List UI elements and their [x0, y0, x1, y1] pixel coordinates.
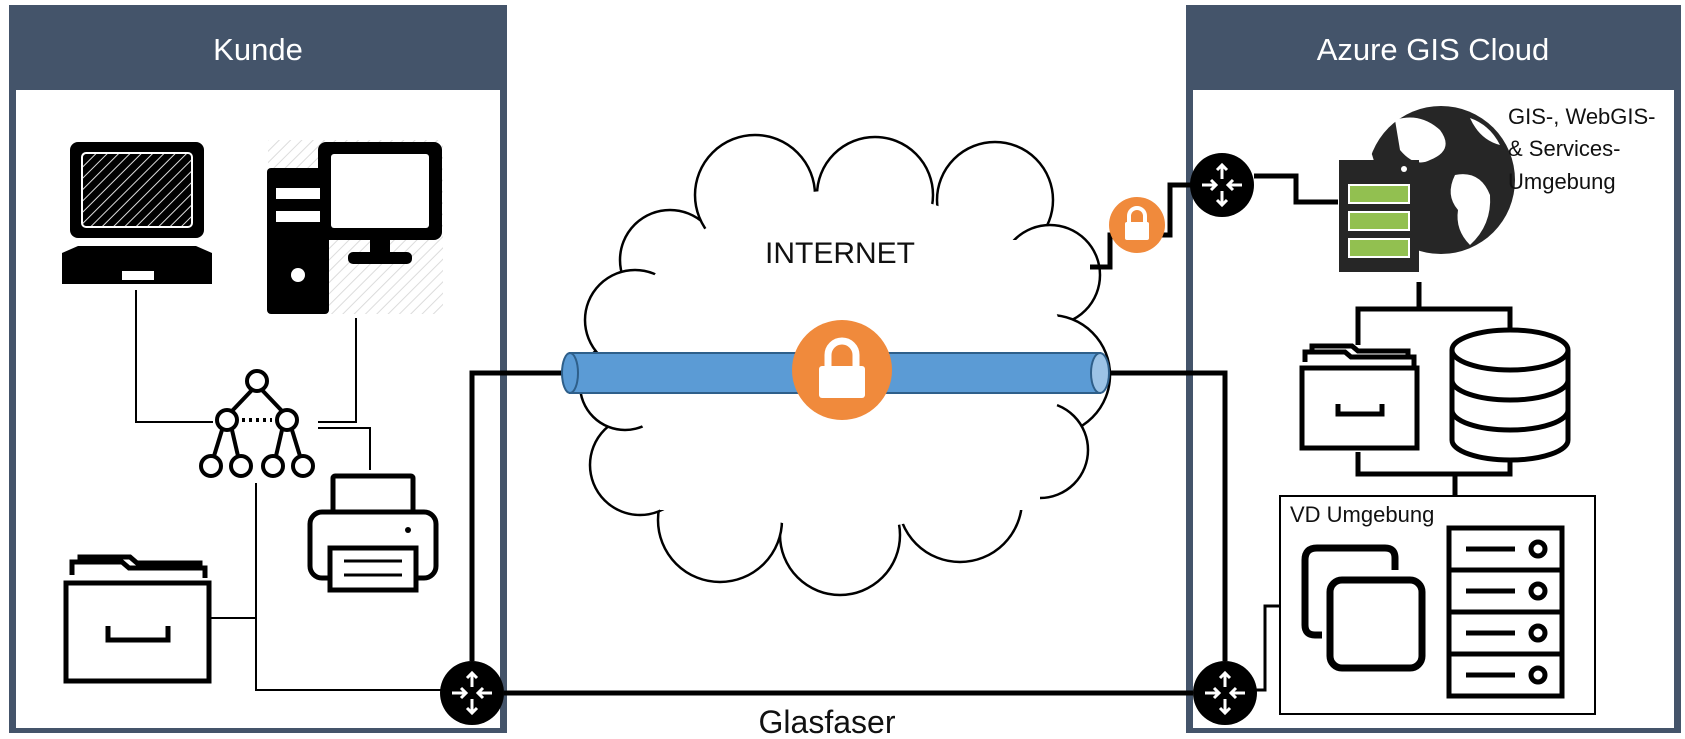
- vd-link-line: [1254, 604, 1280, 692]
- gis-env-label-line2: & Services-: [1508, 136, 1620, 161]
- virtual-desktop-icon: [1301, 544, 1426, 672]
- file-cabinet-icon: [63, 554, 212, 684]
- server-link-line: [1254, 173, 1338, 205]
- server-rack-icon: [1446, 525, 1565, 699]
- gis-env-label-line1: GIS-, WebGIS-: [1508, 104, 1656, 129]
- fiber-label: Glasfaser: [759, 704, 896, 739]
- router-icon: [1190, 153, 1254, 217]
- vd-env-label: VD Umgebung: [1290, 502, 1434, 527]
- router-icon: [440, 661, 504, 725]
- fiber-lines: [469, 370, 1228, 696]
- storage-lines: [1355, 282, 1513, 496]
- file-cabinet-icon: [1299, 343, 1420, 451]
- cloud-panel-title: Azure GIS Cloud: [1317, 32, 1550, 67]
- database-icon: [1449, 327, 1571, 463]
- internet-label: INTERNET: [765, 237, 915, 270]
- network-hierarchy-icon: [199, 369, 315, 478]
- laptop-icon: [62, 142, 212, 284]
- tunnel-lock-icon: [792, 320, 892, 420]
- customer-lan-lines: [135, 290, 452, 691]
- server-icon: [1339, 160, 1419, 272]
- customer-panel-title: Kunde: [213, 32, 303, 67]
- gis-env-label-line3: Umgebung: [1508, 169, 1616, 194]
- router-icon: [1193, 661, 1257, 725]
- desktop-computer-icon: [267, 140, 443, 314]
- lock-icon: [1109, 197, 1165, 253]
- printer-icon: [307, 473, 439, 593]
